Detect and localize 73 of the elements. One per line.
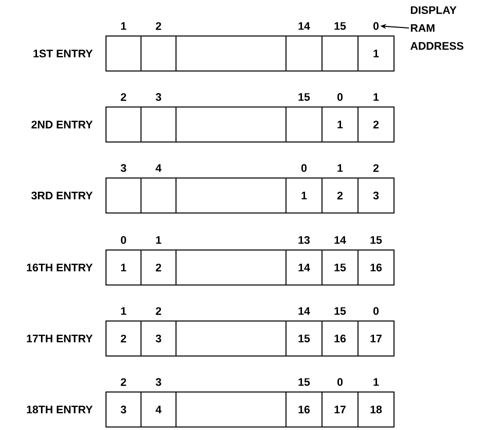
entry-label: 1ST ENTRY (34, 50, 93, 58)
address-number: 15 (370, 236, 382, 244)
address-number: 3 (156, 93, 162, 101)
address-number: 1 (374, 93, 379, 101)
register-cell: 16 (286, 392, 322, 428)
address-number: 15 (334, 307, 346, 315)
address-number: 2 (120, 93, 126, 101)
register-cell (176, 36, 286, 72)
address-number: 0 (120, 236, 126, 244)
address-number: 1 (338, 164, 343, 172)
register-cell (140, 178, 176, 214)
callout-text: DISPLAY RAM ADDRESS (410, 6, 464, 50)
register-cell: 1 (322, 106, 358, 142)
register-cell (286, 36, 322, 72)
entry-label: 3RD ENTRY (31, 192, 93, 200)
register-cell (286, 106, 322, 142)
register-cell: 4 (140, 392, 176, 428)
register-cell: 14 (286, 250, 322, 286)
register-cell (176, 250, 286, 286)
address-number: 0 (373, 22, 379, 30)
address-number: 0 (337, 93, 343, 101)
address-number: 15 (334, 22, 346, 30)
register-cell: 3 (358, 178, 394, 214)
address-number: 14 (298, 307, 310, 315)
register-cell (106, 106, 142, 142)
register-cell: 2 (322, 178, 358, 214)
register-cell: 18 (358, 392, 394, 428)
address-number: 15 (298, 378, 310, 386)
register-cell (176, 178, 286, 214)
register-cell (106, 36, 142, 72)
address-number: 4 (156, 164, 162, 172)
address-number: 3 (120, 164, 126, 172)
entry-label: 2ND ENTRY (31, 120, 93, 128)
address-number: 2 (156, 22, 162, 30)
address-number: 3 (156, 378, 162, 386)
address-number: 0 (337, 378, 343, 386)
register-cell (176, 392, 286, 428)
register-cell: 15 (286, 320, 322, 356)
address-number: 15 (298, 93, 310, 101)
address-number: 1 (374, 378, 379, 386)
register-cell (176, 106, 286, 142)
register-cell: 1 (358, 36, 394, 72)
register-cell: 2 (106, 320, 142, 356)
register-cell: 17 (322, 392, 358, 428)
address-number: 2 (120, 378, 126, 386)
address-number: 14 (298, 22, 310, 30)
register-cell: 2 (358, 106, 394, 142)
address-number: 1 (121, 307, 126, 315)
register-cell (106, 178, 142, 214)
address-number: 2 (373, 164, 379, 172)
address-number: 14 (334, 236, 346, 244)
entry-label: 16TH ENTRY (26, 264, 93, 272)
register-cell: 2 (140, 250, 176, 286)
address-number: 13 (298, 236, 310, 244)
address-number: 1 (156, 236, 162, 244)
entry-label: 18TH ENTRY (26, 406, 93, 414)
register-cell: 1 (106, 250, 142, 286)
address-number: 0 (373, 307, 379, 315)
register-cell (140, 106, 176, 142)
address-number: 0 (301, 164, 307, 172)
register-cell: 16 (358, 250, 394, 286)
register-cell: 3 (140, 320, 176, 356)
register-cell: 16 (322, 320, 358, 356)
register-cell (176, 320, 286, 356)
address-number: 2 (156, 307, 162, 315)
register-cell: 15 (322, 250, 358, 286)
register-cell: 1 (286, 178, 322, 214)
register-cell (140, 36, 176, 72)
register-cell: 3 (106, 392, 142, 428)
register-cell (322, 36, 358, 72)
register-cell: 17 (358, 320, 394, 356)
address-number: 1 (121, 22, 126, 30)
entry-label: 17TH ENTRY (26, 334, 93, 342)
